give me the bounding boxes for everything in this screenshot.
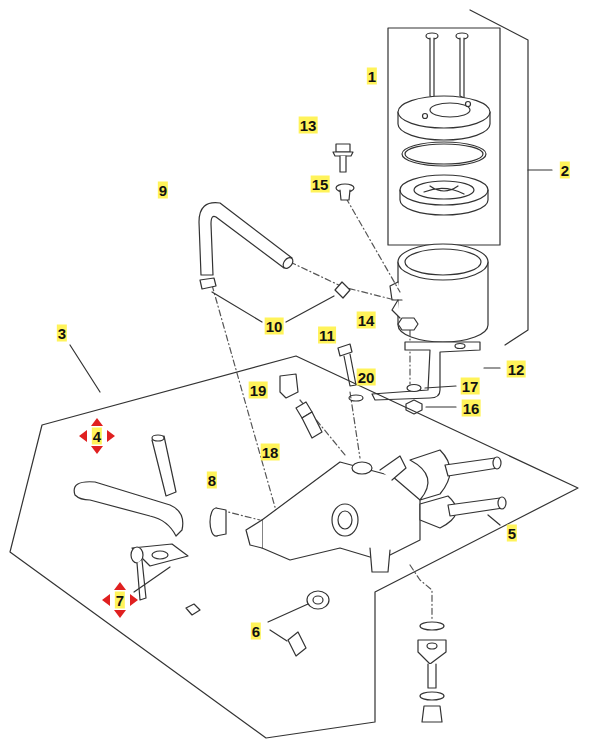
callout-number: 7	[115, 592, 125, 609]
mount-bracket	[372, 342, 480, 400]
callout-number: 16	[462, 400, 481, 417]
group-outline	[10, 356, 578, 738]
banjo-bolt	[418, 622, 446, 722]
bolt	[333, 144, 353, 172]
callout-number: 15	[311, 176, 330, 193]
callout-number: 19	[249, 382, 268, 399]
diaphragm	[400, 175, 488, 215]
callout-number: 1	[367, 68, 377, 85]
hose-clamp	[200, 278, 350, 298]
washer	[407, 385, 421, 392]
callout-number: 4	[92, 428, 102, 445]
reservoir-cap	[398, 96, 490, 140]
adjuster	[131, 547, 200, 615]
nut	[406, 400, 422, 414]
bleed-screw	[296, 402, 322, 438]
assembly-line	[212, 198, 432, 620]
callout-number: 9	[158, 182, 168, 199]
leader-line	[488, 515, 500, 525]
leader-line	[425, 386, 456, 407]
callout-number: 11	[318, 327, 336, 344]
dust-boot	[210, 508, 226, 536]
callout-number: 17	[461, 378, 480, 395]
callout-number: 3	[57, 325, 67, 342]
reservoir	[390, 244, 488, 342]
callout-number: 18	[261, 444, 280, 461]
bracket-hole	[455, 344, 465, 349]
hose	[199, 203, 295, 275]
callout-number: 10	[265, 318, 284, 335]
callout-number: 20	[357, 369, 376, 386]
cap-screws	[426, 33, 468, 98]
leader-line	[268, 604, 308, 641]
callout-number: 8	[207, 472, 217, 489]
callout-number: 14	[357, 312, 376, 329]
o-ring	[405, 144, 483, 164]
callout-number: 6	[251, 623, 261, 640]
callout-number: 2	[560, 162, 570, 179]
leader-line	[70, 345, 100, 392]
nut	[398, 318, 418, 330]
brake-lever	[74, 435, 188, 566]
kit-frame	[388, 28, 500, 245]
cylinder-body	[246, 456, 420, 572]
reservoir-fitting	[288, 591, 329, 656]
washer	[336, 184, 354, 200]
leader-line	[134, 567, 170, 592]
dust-cap	[280, 374, 298, 398]
washer	[349, 395, 363, 401]
leader-line	[528, 169, 552, 170]
leader-line	[484, 367, 500, 368]
callout-number: 12	[507, 361, 526, 378]
callout-number: 5	[507, 525, 517, 542]
highlight-marker	[79, 418, 138, 618]
o-ring	[402, 142, 486, 166]
handlebar-clamp	[410, 450, 506, 528]
callout-number: 13	[299, 117, 318, 134]
